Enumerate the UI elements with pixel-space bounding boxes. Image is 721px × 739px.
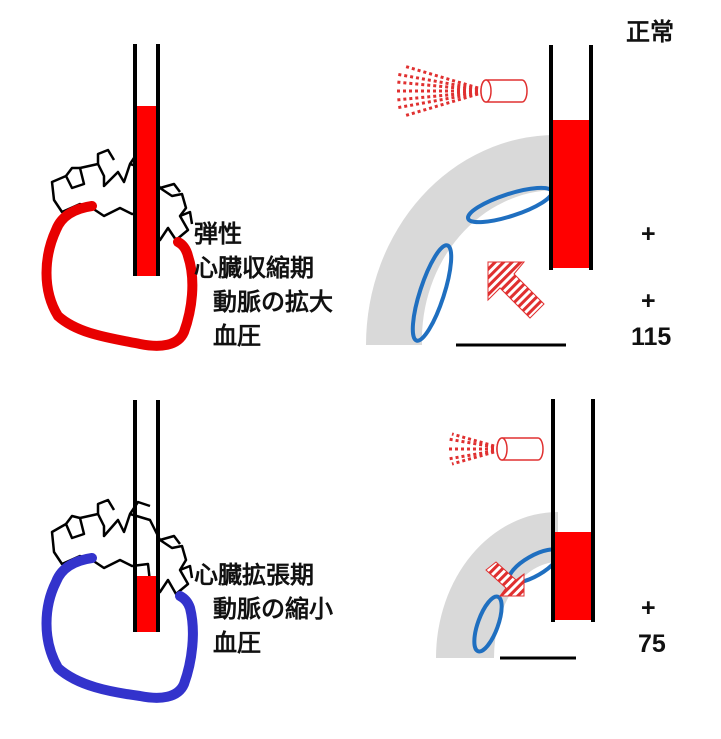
diastole-elastic-fiber [472, 594, 504, 654]
systole-manometer [133, 44, 160, 276]
systole-spray [394, 64, 528, 118]
diastole-phase-label: 心臓拡張期 [194, 561, 314, 589]
systole-elasticity-sign: + [641, 220, 656, 248]
diastole-artery-wall [436, 512, 558, 658]
systole-right-manometer [549, 45, 593, 270]
systole-artery [366, 135, 566, 347]
systole-pressure-label: 血圧 [213, 322, 261, 350]
diastole-heart [41, 498, 198, 703]
systole-heart-outline [41, 201, 198, 351]
diastole-artery [436, 512, 576, 660]
diastole-heart-vessels [50, 512, 190, 596]
systole-artery-wall [366, 135, 556, 345]
diastole-pressure-value: 75 [638, 630, 666, 658]
diastole-spray [446, 432, 544, 466]
systole-elastic-fiber [410, 243, 454, 343]
systole-elasticity-label: 弾性 [194, 220, 242, 248]
systole-artery-sign: + [641, 287, 656, 315]
systole-blood-column [135, 106, 157, 276]
diastole-pressure-label: 血圧 [213, 629, 261, 657]
systole-pressure-arrow [487, 261, 545, 319]
systole-phase-label: 心臓収縮期 [194, 254, 314, 282]
normal-label: 正常 [626, 18, 674, 46]
diastole-pressure-arrow [485, 561, 525, 597]
systole-right-blood-column [553, 120, 589, 268]
systole-artery-label: 動脈の拡大 [213, 288, 333, 316]
diastole-right-manometer [551, 399, 595, 622]
diastole-right-blood-column [555, 532, 591, 620]
diastole-heart-outline [41, 553, 198, 703]
diastole-artery-label: 動脈の縮小 [213, 595, 333, 623]
diastole-manometer [133, 400, 160, 632]
diastole-blood-column [135, 576, 157, 632]
systole-heart [41, 148, 198, 351]
diastole-artery-sign: + [641, 594, 656, 622]
systole-heart-vessels [50, 162, 190, 242]
systole-pressure-value: 115 [631, 323, 672, 351]
